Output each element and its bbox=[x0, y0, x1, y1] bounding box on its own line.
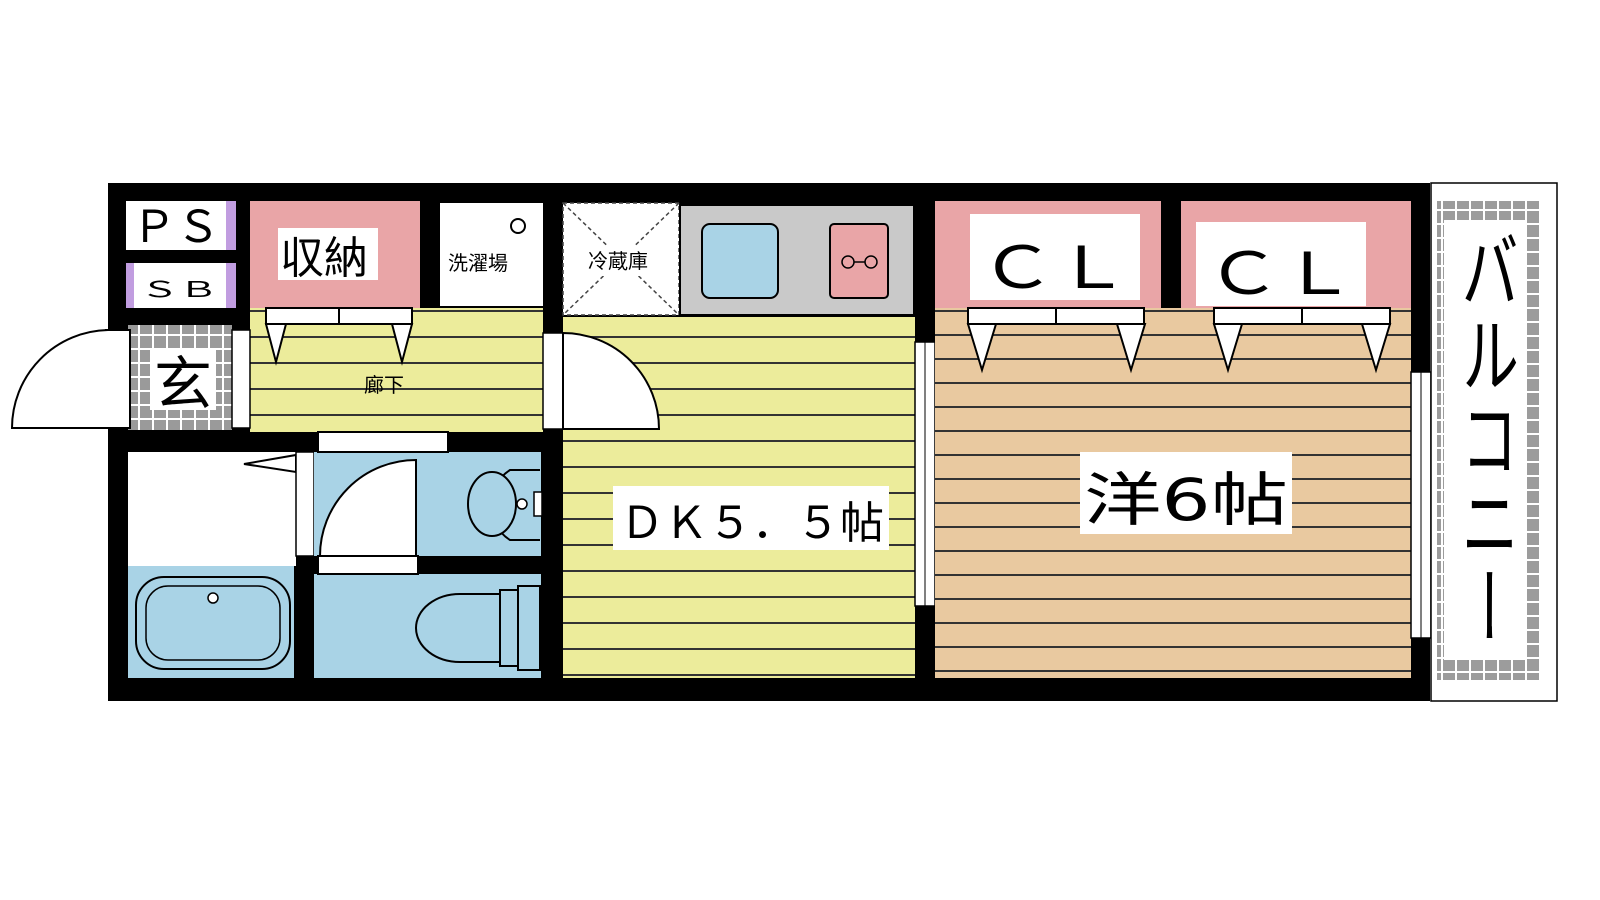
door-marker-icon bbox=[1212, 323, 1244, 374]
entrance-door-swing bbox=[10, 329, 109, 429]
laundry-area bbox=[440, 203, 543, 306]
closet-label: ＣＬ bbox=[980, 234, 1130, 302]
sink-icon bbox=[701, 223, 779, 299]
stove-icon bbox=[829, 223, 889, 299]
hallway-label: 廊下 bbox=[364, 373, 404, 397]
sliding-door bbox=[317, 431, 449, 453]
entrance-label: 玄 bbox=[154, 350, 212, 418]
laundry-label: 洗濯場 bbox=[448, 251, 508, 275]
closet-label: ＣＬ bbox=[1206, 240, 1356, 308]
western-room-label: 洋6帖 bbox=[1084, 466, 1288, 534]
door-swing bbox=[318, 458, 417, 557]
dk-label: ＤＫ５．５帖 bbox=[620, 498, 884, 549]
door-marker-icon bbox=[390, 323, 414, 366]
bathtub-icon bbox=[135, 576, 291, 670]
door-marker-icon bbox=[966, 323, 998, 374]
door-marker-icon bbox=[1360, 323, 1392, 374]
sb-label: ＳＢ bbox=[140, 278, 218, 303]
washroom-white bbox=[128, 452, 296, 566]
entrance-door bbox=[105, 329, 131, 429]
door-marker-icon bbox=[1115, 323, 1147, 374]
drain-icon bbox=[510, 218, 526, 234]
toilet-icon bbox=[415, 593, 501, 663]
door-swing bbox=[562, 331, 661, 430]
balcony-label: バルコニー bbox=[1451, 228, 1519, 648]
ps-label: ＰＳ bbox=[132, 202, 220, 253]
fridge-label: 冷蔵庫 bbox=[588, 249, 648, 273]
door-marker-icon bbox=[264, 323, 288, 366]
storage-label: 収納 bbox=[280, 233, 368, 284]
door-frame bbox=[295, 451, 315, 557]
